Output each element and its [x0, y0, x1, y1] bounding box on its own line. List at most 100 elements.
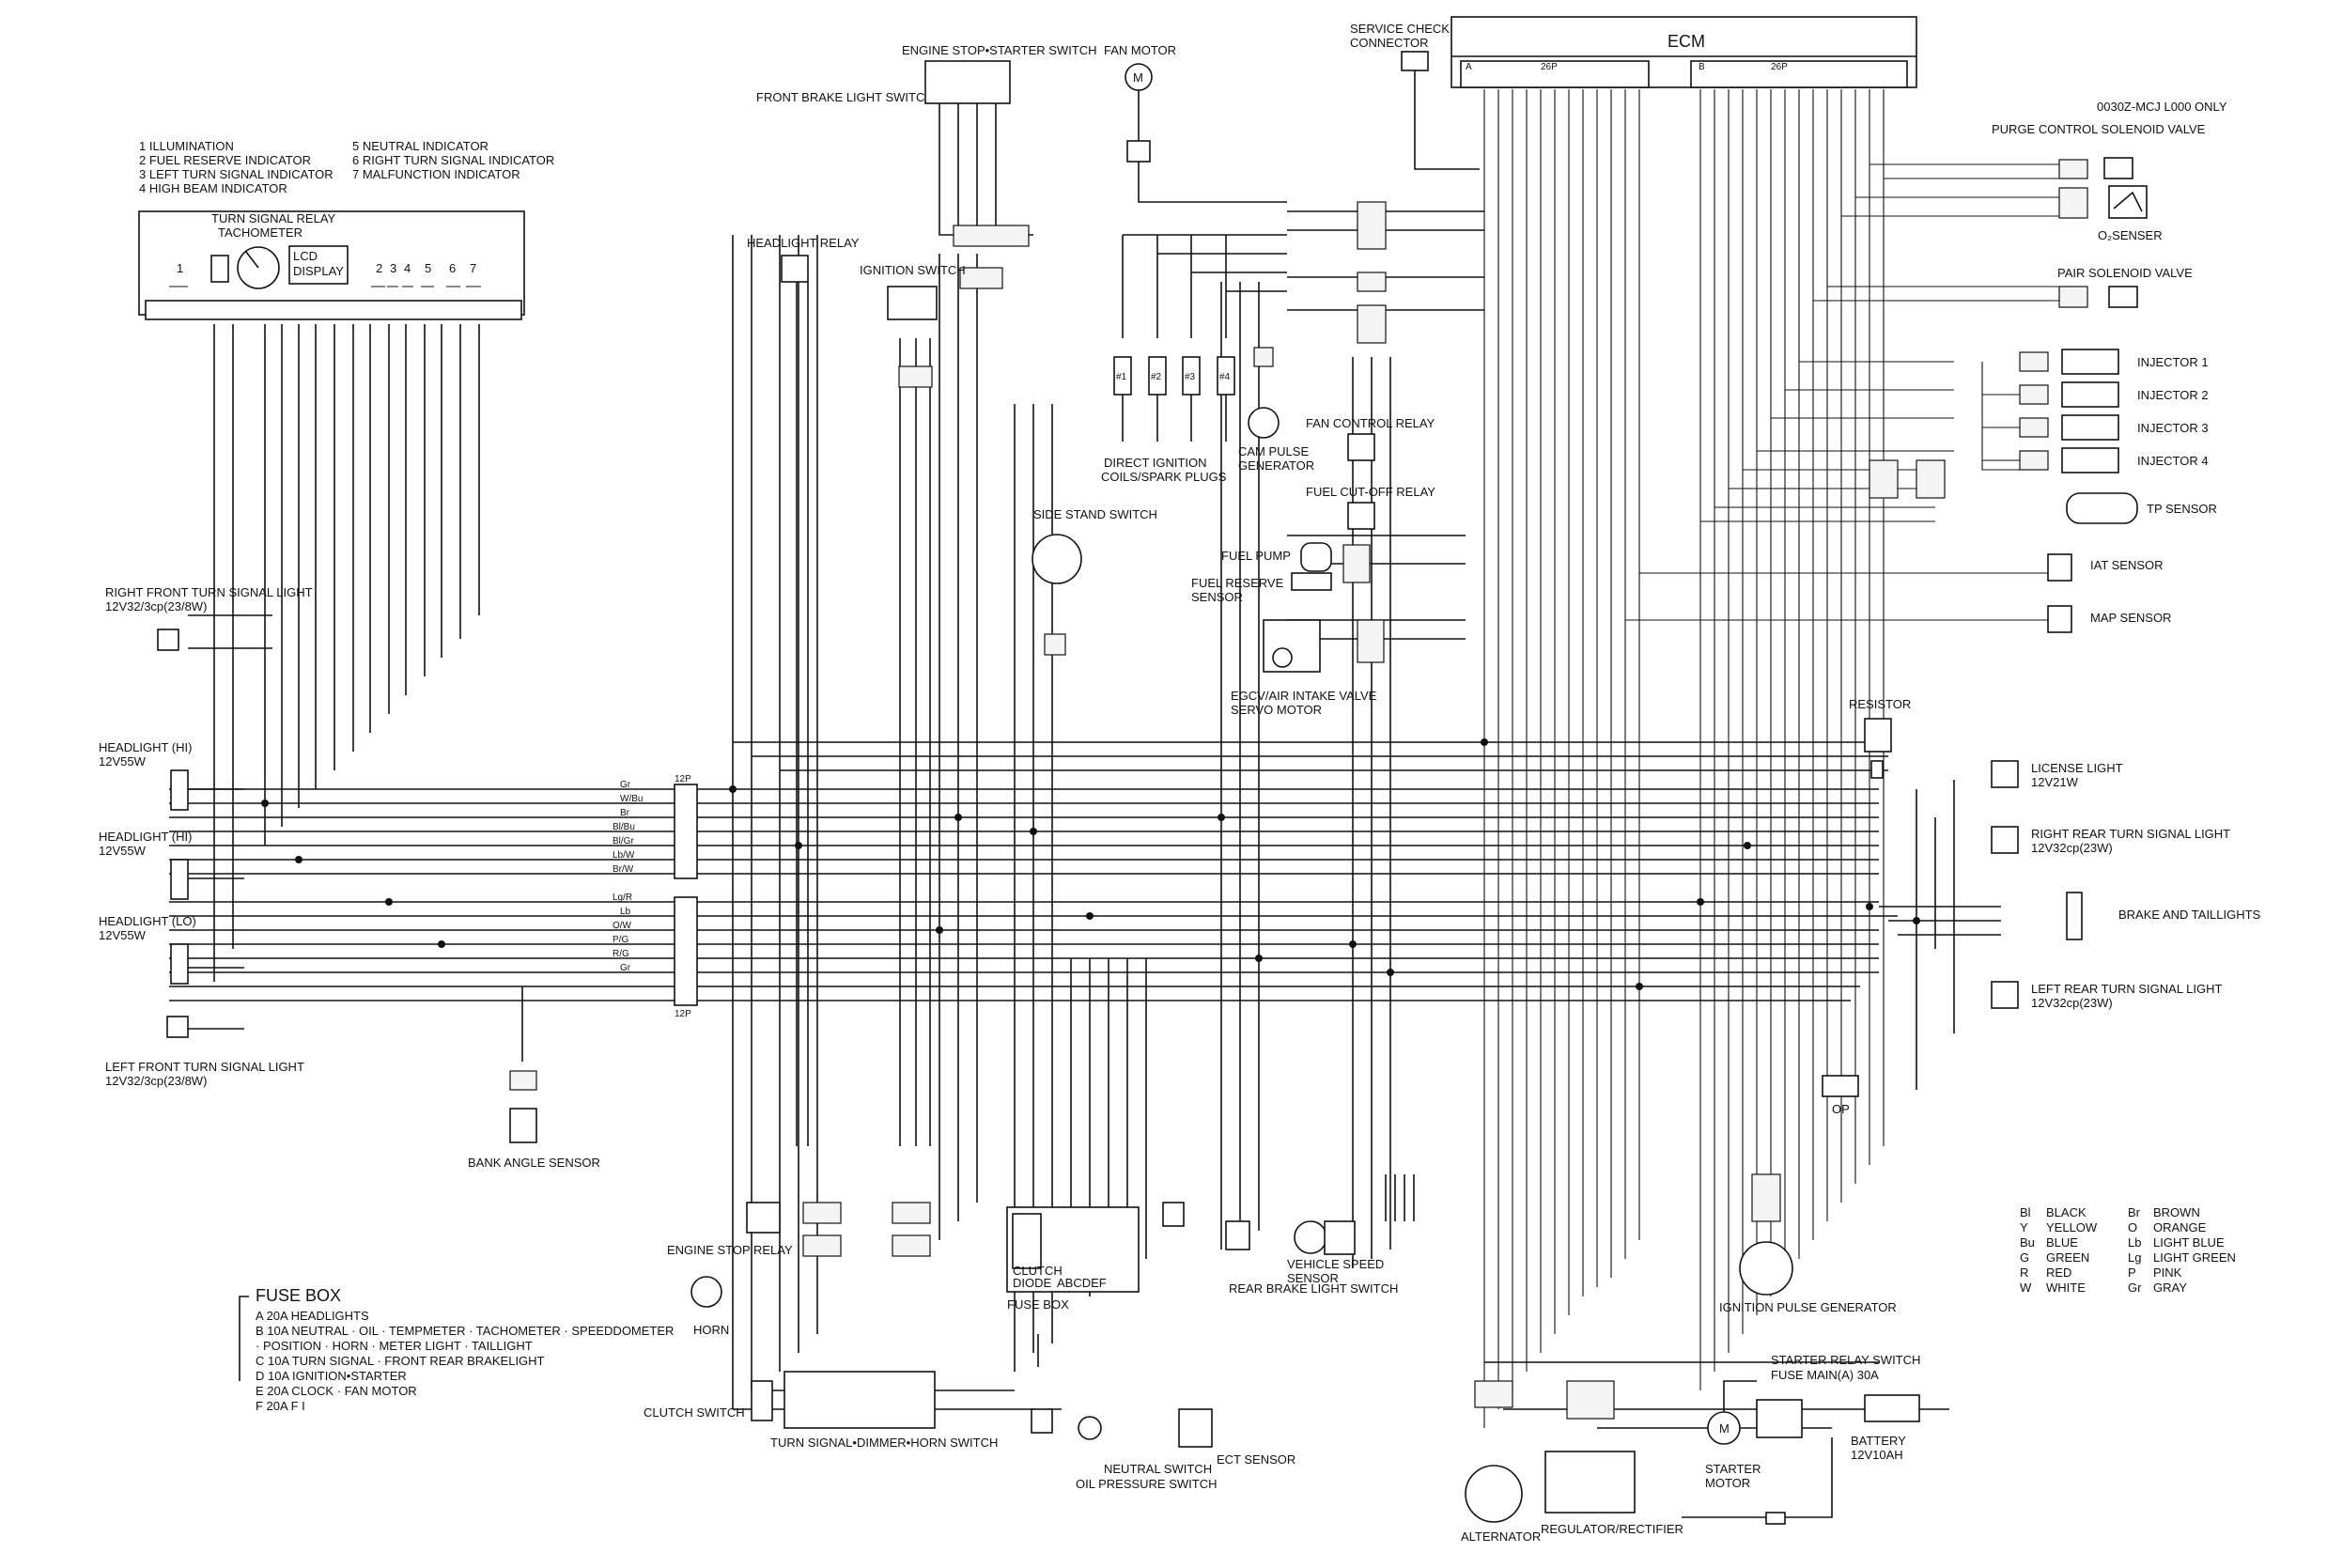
battery-label-2: 12V10AH: [1851, 1448, 1903, 1462]
fan-relay-label: FAN CONTROL RELAY: [1306, 416, 1435, 430]
cc-code2-3: Lg: [2128, 1250, 2141, 1265]
hl-lo-label: HEADLIGHT (LO): [99, 914, 196, 928]
ignition-pulse-generator: [1739, 1241, 1793, 1296]
coils-label-2: COILS/SPARK PLUGS: [1101, 470, 1227, 484]
connector-12p-lower: [674, 896, 698, 1006]
license-light-label: LICENSE LIGHT: [2031, 761, 2123, 775]
headlight-hi-1: [170, 769, 189, 811]
iat-sensor-label: IAT SENSOR: [2090, 558, 2164, 572]
left-components: RIGHT FRONT TURN SIGNAL LIGHT 12V32/3cp(…: [99, 585, 698, 1170]
harness-label-l2: O/W: [613, 921, 632, 931]
harness-label-u6: Br/W: [613, 864, 634, 875]
engine-stop-starter-label: ENGINE STOP•STARTER SWITCH: [902, 43, 1097, 57]
hl-hi-2-label: HEADLIGHT (HI): [99, 830, 192, 844]
bottom-components: ENGINE STOP RELAY HORN CLUTCH SWITCH TUR…: [644, 1173, 1949, 1544]
cc-code-1: Y: [2020, 1220, 2028, 1234]
front-brake-light-label: FRONT BRAKE LIGHT SWITCH: [756, 90, 934, 104]
cc-name-3: GREEN: [2046, 1250, 2089, 1265]
hl-hi-1-rating: 12V55W: [99, 754, 147, 768]
headlight-relay-label: HEADLIGHT RELAY: [747, 236, 860, 250]
ign-pulse-label: IGNITION PULSE GENERATOR: [1719, 1300, 1897, 1314]
right-rear-turn-light: [1991, 826, 2019, 854]
egcv-label: EGCV/AIR INTAKE VALVE: [1231, 689, 1377, 703]
ignition-switch: [887, 286, 938, 320]
license-light-label-2: 12V21W: [2031, 775, 2079, 789]
cc-code2-2: Lb: [2128, 1235, 2141, 1250]
display-label: DISPLAY: [293, 264, 344, 278]
indicator-1: 1 ILLUMINATION: [139, 139, 234, 153]
regulator-rectifier: [1544, 1451, 1636, 1514]
turn-dimmer-horn-switch: [783, 1371, 936, 1429]
pair-valve-label: PAIR SOLENOID VALVE: [2057, 266, 2193, 280]
side-stand-label: SIDE STAND SWITCH: [1033, 507, 1157, 521]
fuel-pump-label: FUEL PUMP: [1221, 549, 1291, 563]
fan-control-relay: [1347, 433, 1375, 461]
cc-name2-1: ORANGE: [2153, 1220, 2207, 1234]
color-code-table: Bl BLACK Br BROWN Y YELLOW O ORANGE Bu B…: [2020, 1205, 2236, 1295]
purge-valve-label: PURGE CONTROL SOLENOID VALVE: [1992, 122, 2206, 136]
fan-motor-label: FAN MOTOR: [1104, 43, 1176, 57]
indicator-6: 6 RIGHT TURN SIGNAL INDICATOR: [352, 153, 554, 167]
right-components: INJECTOR 1 INJECTOR 2 INJECTOR 3 INJECTO…: [1032, 349, 2261, 1116]
bank-angle-label: BANK ANGLE SENSOR: [468, 1156, 600, 1170]
connector-12p-upper: [674, 784, 698, 879]
cc-code2-0: Br: [2128, 1205, 2141, 1219]
indicator-4: 4 HIGH BEAM INDICATOR: [139, 181, 287, 195]
starter-motor-label: STARTER: [1705, 1462, 1761, 1476]
harness-label-u2: Br: [620, 808, 630, 818]
fuse-line-b2: · POSITION · HORN · METER LIGHT · TAILLI…: [256, 1339, 533, 1353]
clutch-switch: [751, 1380, 773, 1421]
pin-7: 7: [470, 261, 476, 275]
harness-label-l0: Lg/R: [613, 893, 632, 903]
cc-code2-1: O: [2128, 1220, 2137, 1234]
resistor: [1864, 718, 1892, 753]
harness-label-u4: Bl/Gr: [613, 836, 634, 846]
harness-label-u1: W/Bu: [620, 794, 643, 804]
rear-brake-switch-body: [1162, 1202, 1185, 1227]
harness-label-l5: Gr: [620, 963, 631, 973]
engine-stop-relay: [746, 1202, 781, 1234]
coil-3: #3: [1185, 372, 1196, 382]
indicator-3: 3 LEFT TURN SIGNAL INDICATOR: [139, 167, 334, 181]
left-front-turn-light: [166, 1016, 189, 1038]
rf-turn-label-2: 12V32/3cp(23/8W): [105, 599, 207, 613]
vss-label-2: SENSOR: [1287, 1271, 1339, 1285]
harness-label-u0: Gr: [620, 780, 631, 790]
fuse-box-legend: FUSE BOX A 20A HEADLIGHTS B 10A NEUTRAL …: [239, 1286, 674, 1413]
oil-pressure-connector: [1822, 1075, 1859, 1097]
cc-name-5: WHITE: [2046, 1281, 2086, 1295]
coil-2: #2: [1151, 372, 1162, 382]
fuse-line-a: A 20A HEADLIGHTS: [256, 1309, 369, 1323]
neutral-switch-label: NEUTRAL SWITCH: [1104, 1462, 1212, 1476]
junction-dots: [261, 738, 1920, 990]
cc-code2-4: P: [2128, 1265, 2136, 1280]
tachometer-label: TACHOMETER: [218, 225, 303, 240]
starter-relay-switch: [1756, 1399, 1803, 1438]
harness-label-l1: Lb: [620, 907, 631, 917]
pin-2: 2: [376, 261, 382, 275]
clutch-diode-label: CLUTCH: [1013, 1264, 1063, 1278]
cc-name2-5: GRAY: [2153, 1281, 2187, 1295]
lcd-label: LCD: [293, 249, 318, 263]
connector-12p-lower-label: 12P: [675, 1009, 691, 1019]
alternator-label: ALTERNATOR: [1461, 1529, 1541, 1544]
coil-4: #4: [1219, 372, 1231, 382]
harness-label-u5: Lb/W: [613, 850, 635, 861]
fuse-box-label: FUSE BOX: [1007, 1297, 1069, 1312]
service-check-label-2: CONNECTOR: [1350, 36, 1429, 50]
cc-code-4: R: [2020, 1265, 2028, 1280]
pin-4: 4: [404, 261, 411, 275]
meter-assembly: TURN SIGNAL RELAY TACHOMETER LCD DISPLAY…: [138, 210, 525, 320]
ecm-label: ECM: [1668, 32, 1705, 51]
cc-name2-0: BROWN: [2153, 1205, 2200, 1219]
lf-turn-label: LEFT FRONT TURN SIGNAL LIGHT: [105, 1060, 304, 1074]
hl-hi-2-rating: 12V55W: [99, 844, 147, 858]
hl-lo-rating: 12V55W: [99, 928, 147, 942]
engine-stop-relay-label: ENGINE STOP RELAY: [667, 1243, 793, 1257]
o2-sensor: [2108, 185, 2148, 219]
fuel-reserve-sensor: [1291, 572, 1332, 591]
cc-code-0: Bl: [2020, 1205, 2031, 1219]
vehicle-speed-sensor: [1294, 1220, 1327, 1254]
ect-sensor: [1178, 1408, 1213, 1448]
